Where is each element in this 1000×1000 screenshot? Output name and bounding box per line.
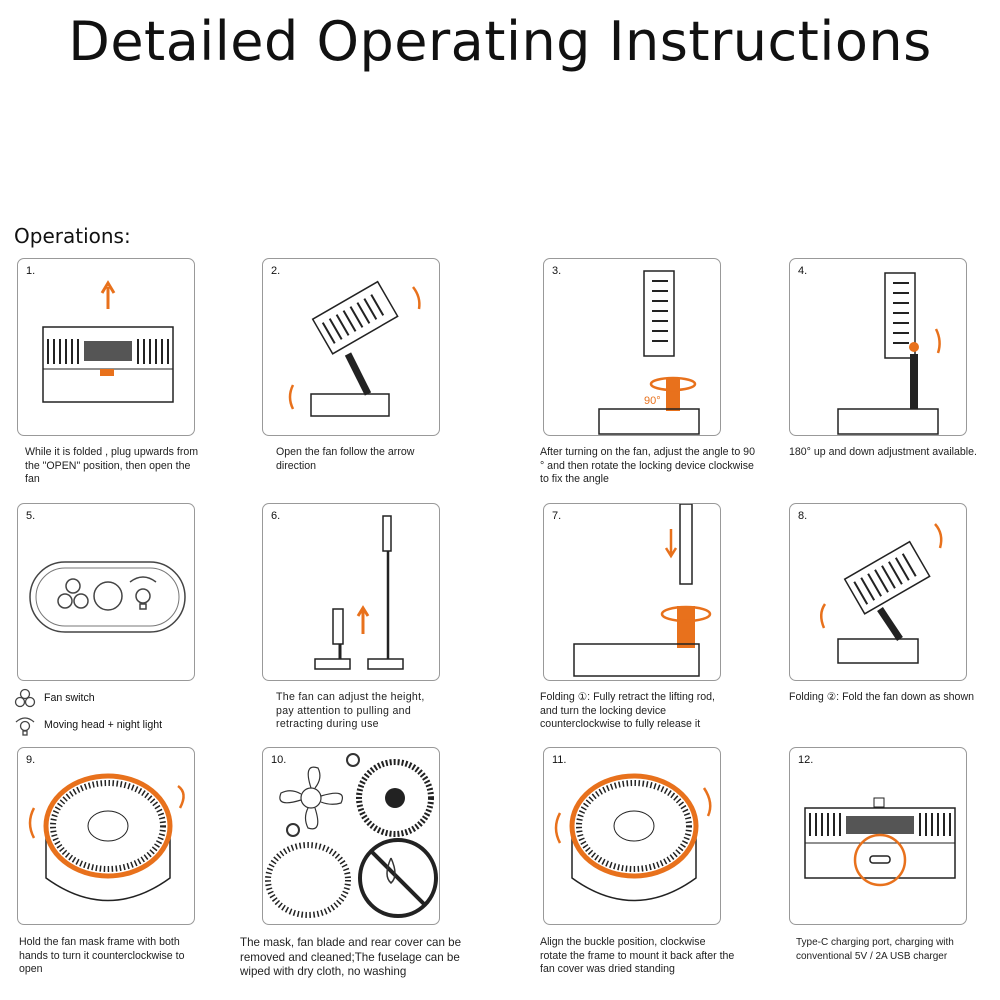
step-9-panel: 9. [17, 747, 195, 925]
arrow-icon [934, 523, 943, 549]
arrow-icon [702, 787, 712, 817]
light-bulb-icon [15, 717, 35, 736]
step-number: 3. [552, 265, 562, 277]
step-number: 11. [552, 754, 567, 766]
folding-one-illustration [573, 504, 712, 677]
step-11-caption: Align the buckle position, clockwise rot… [540, 936, 735, 976]
remove-mask-illustration [28, 773, 185, 902]
angle-lock-illustration [598, 270, 700, 435]
step-10-caption: The mask, fan blade and rear cover can b… [240, 936, 462, 978]
arrow-icon [934, 328, 941, 354]
step-4-caption: 180° up and down adjustment available. [789, 446, 977, 458]
charging-port-illustration [804, 797, 956, 887]
step-8-panel: 8. [789, 503, 967, 681]
arrow-icon [554, 812, 562, 844]
step-number: 1. [26, 265, 36, 277]
step-12-caption: Type-C charging port, charging with conv… [796, 937, 954, 962]
step-9-caption: Hold the fan mask frame with both hands … [19, 936, 185, 976]
legend-night-light: Moving head + night light [14, 714, 162, 736]
step-2-panel: 2. [262, 258, 440, 436]
angle-adjust-illustration [837, 272, 941, 435]
step-number: 4. [798, 265, 808, 277]
step-number: 10. [271, 754, 287, 766]
power-button [93, 581, 123, 611]
light-bulb-icon [129, 576, 157, 610]
legend-label: Fan switch [44, 692, 95, 704]
step-number: 12. [798, 754, 814, 766]
step-1-caption: While it is folded , plug upwards from t… [25, 446, 199, 486]
step-number: 6. [271, 510, 281, 522]
step-5-panel: 5. [17, 503, 195, 681]
step-4-panel: 4. [789, 258, 967, 436]
angle-label: 90° [644, 395, 661, 407]
step-2-caption: Open the fan follow the arrow direction [276, 446, 415, 472]
step-number: 8. [798, 510, 808, 522]
arrow-icon [28, 807, 36, 839]
fan-blade [279, 766, 343, 830]
legend-label: Moving head + night light [44, 719, 163, 731]
step-6-panel: 6. [262, 503, 440, 681]
arrow-up-icon [100, 280, 116, 309]
step-number: 7. [552, 510, 562, 522]
step-12-panel: 12. [789, 747, 967, 925]
section-heading: Operations: [14, 224, 131, 248]
step-8-caption: Folding ②: Fold the fan down as shown [789, 691, 974, 703]
no-washing-icon [358, 838, 438, 918]
disassembly-illustration [265, 753, 438, 918]
folded-fan-illustration [42, 280, 174, 403]
step-7-caption: Folding ①: Fully retract the lifting rod… [540, 691, 715, 731]
legend-fan-switch: Fan switch [14, 688, 95, 708]
height-adjust-illustration [314, 515, 404, 670]
step-3-caption: After turning on the fan, adjust the ang… [540, 446, 755, 486]
arrow-up-icon [356, 605, 370, 634]
control-panel-illustration [29, 561, 186, 633]
step-7-panel: 7. [543, 503, 721, 681]
step-6-caption: The fan can adjust the height, pay atten… [276, 691, 425, 731]
opening-fan-illustration [288, 280, 421, 417]
step-1-panel: 1. [17, 258, 195, 436]
page-title: Detailed Operating Instructions [68, 10, 932, 73]
step-3-panel: 3. 90° [543, 258, 721, 436]
arrow-icon [177, 784, 185, 809]
step-number: 9. [26, 754, 36, 766]
arrow-down-icon [664, 529, 678, 559]
fan-icon [57, 578, 89, 609]
step-number: 5. [26, 510, 36, 522]
folding-two-illustration [820, 523, 943, 664]
arrow-icon [820, 603, 827, 629]
fan-icon [14, 688, 36, 708]
usb-c-port-icon [869, 855, 891, 864]
arrow-icon [288, 384, 295, 410]
step-11-panel: 11. [543, 747, 721, 925]
step-10-panel: 10. [262, 747, 440, 925]
arrow-icon [412, 286, 421, 310]
step-number: 2. [271, 265, 281, 277]
reassemble-mask-illustration [554, 773, 712, 902]
